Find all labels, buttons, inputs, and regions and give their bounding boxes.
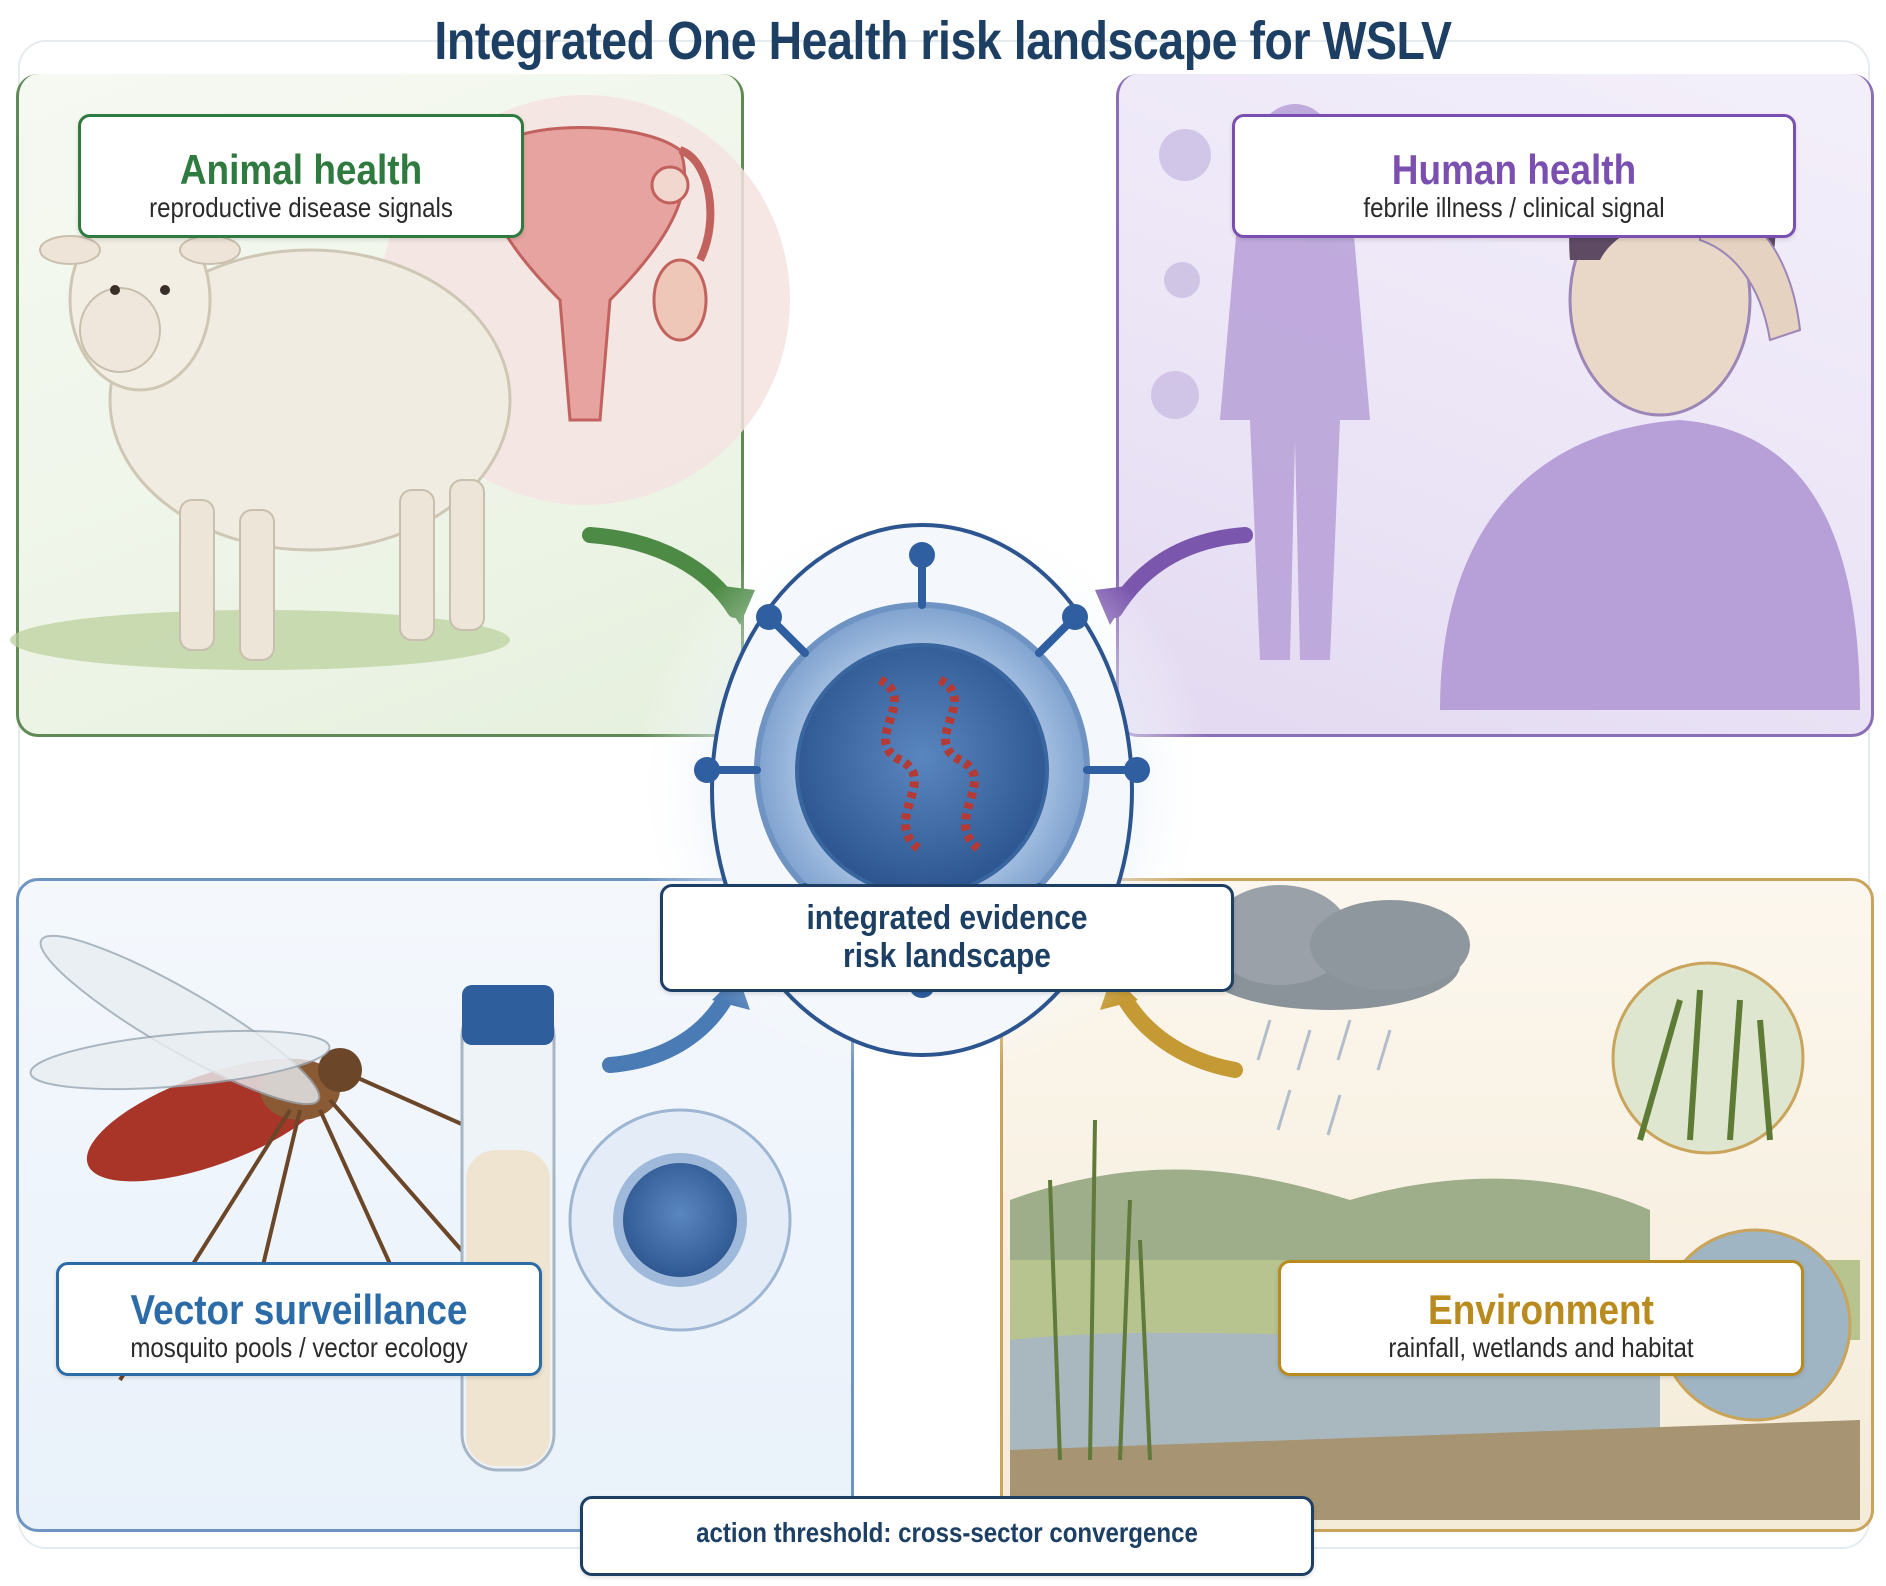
animal-health-label: Animal health reproductive disease signa… <box>78 114 524 238</box>
grass-inset <box>1611 961 1805 1155</box>
arrow-environment <box>1112 982 1243 1078</box>
environment-subtitle: rainfall, wetlands and habitat <box>1388 1332 1694 1363</box>
center-line-1: integrated evidence <box>806 899 1088 937</box>
mosquito-illustration <box>29 934 521 1382</box>
vector-surveillance-label: Vector surveillance mosquito pools / vec… <box>56 1262 542 1376</box>
human-health-title: Human health <box>1391 146 1637 193</box>
environment-label: Environment rainfall, wetlands and habit… <box>1278 1260 1804 1376</box>
sample-tube <box>460 985 556 1472</box>
human-health-subtitle: febrile illness / clinical signal <box>1363 192 1665 223</box>
action-threshold-label: action threshold: cross-sector convergen… <box>580 1496 1314 1576</box>
human-health-label: Human health febrile illness / clinical … <box>1232 114 1796 238</box>
vector-surveillance-subtitle: mosquito pools / vector ecology <box>130 1332 468 1363</box>
page-title: Integrated One Health risk landscape for… <box>434 11 1452 71</box>
action-threshold-text: action threshold: cross-sector convergen… <box>696 1517 1198 1548</box>
animal-health-subtitle: reproductive disease signals <box>149 192 453 223</box>
sheep-illustration <box>10 208 512 670</box>
environment-title: Environment <box>1428 1286 1654 1333</box>
center-line-2: risk landscape <box>843 937 1051 975</box>
virus-particle <box>632 500 1212 1080</box>
integrated-evidence-label: integrated evidence risk landscape <box>660 884 1234 992</box>
virus-inset <box>568 1108 792 1332</box>
arrow-vector <box>602 982 738 1073</box>
animal-health-title: Animal health <box>179 146 423 193</box>
rain-cloud <box>1200 885 1470 1136</box>
virus-icons-human <box>1151 129 1211 419</box>
vector-surveillance-title: Vector surveillance <box>130 1286 468 1333</box>
